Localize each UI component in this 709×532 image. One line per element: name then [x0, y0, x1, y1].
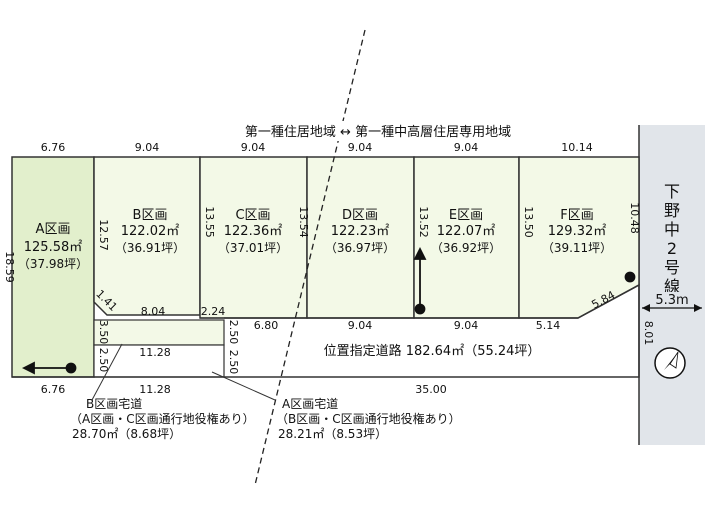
dim-a-drive-w2: 2.50: [227, 350, 240, 375]
road-name-char: 号: [664, 258, 680, 277]
lot-c: [199, 156, 308, 319]
easement-b-title: B区画宅道: [86, 396, 142, 411]
designated-road: [12, 283, 640, 378]
road-name-char: 2: [667, 239, 677, 258]
public-road: [639, 125, 705, 445]
dim-f-left: 13.50: [522, 206, 535, 238]
dim-left: 18.59: [3, 251, 16, 283]
lot-c-tsubo: （37.01坪）: [218, 241, 288, 255]
road-name-char: 線: [664, 277, 680, 296]
dim-b-bottom: 8.04: [141, 305, 166, 318]
dim-right-top: 10.48: [628, 202, 641, 234]
easement-b-area: 28.70㎡（8.68坪）: [72, 427, 181, 441]
b-drive-leader: [91, 343, 123, 401]
lot-a: [11, 156, 95, 378]
lot-d-tsubo: （36.97坪）: [325, 241, 395, 255]
lot-c-name: C区画: [235, 208, 270, 223]
dim-top-b: 9.04: [135, 141, 160, 154]
dim-top-a: 6.76: [41, 141, 66, 154]
dim-b-left: 12.57: [97, 219, 110, 251]
lot-e-name: E区画: [449, 208, 483, 223]
zone-label: 第一種住居地域 ↔ 第一種中高層住居専用地域: [245, 124, 511, 140]
road-width-label: 5.3m: [655, 293, 688, 308]
lot-e: [413, 156, 520, 319]
road-width-marker: 5.3m: [642, 292, 702, 312]
dim-top-d: 9.04: [348, 141, 373, 154]
dim-top-c: 9.04: [241, 141, 266, 154]
a-drive: [93, 344, 225, 378]
lot-c-area: 122.36㎡: [224, 224, 283, 239]
easement-a-area: 28.21㎡（8.53坪）: [278, 427, 387, 441]
a-drive-leader: [211, 371, 276, 401]
road-name-char: 野: [664, 201, 680, 220]
dim-bottom-a: 6.76: [41, 383, 66, 396]
road-name-char: 中: [664, 220, 680, 239]
lot-f-name: F区画: [560, 208, 593, 223]
lot-d: [306, 156, 415, 319]
lot-b-tsubo: （36.91坪）: [115, 241, 185, 255]
lot-d-area: 122.23㎡: [331, 224, 390, 239]
lot-b: [93, 156, 201, 316]
dim-top-e: 9.04: [454, 141, 479, 154]
lot-f-area: 129.32㎡: [548, 224, 607, 239]
easement-a-note: （B区画・C区画通行地役権あり）: [276, 411, 461, 426]
dim-c-left: 13.55: [203, 206, 216, 238]
dim-road-top-4: 5.14: [536, 319, 561, 332]
lot-a-tsubo: （37.98坪）: [18, 257, 88, 271]
lot-e-area: 122.07㎡: [437, 224, 496, 239]
dim-top-f: 10.14: [561, 141, 593, 154]
a-arrow-head-icon: [21, 361, 35, 375]
b-drive: [93, 319, 225, 346]
e-arrow-head-icon: [413, 246, 427, 260]
easement-a-title: A区画宅道: [282, 396, 338, 411]
dim-road-top-3: 9.04: [454, 319, 479, 332]
lot-a-area: 125.58㎡: [24, 240, 83, 255]
north-compass-icon: [654, 347, 686, 379]
dim-c-right: 13.54: [297, 206, 310, 238]
dim-bottom-road: 35.00: [415, 383, 447, 396]
dim-b-drive-w2: 2.50: [97, 348, 110, 373]
dim-a-drive-w1: 2.50: [227, 320, 240, 345]
lot-d-name: D区画: [342, 208, 378, 223]
dim-e-left: 13.52: [417, 206, 430, 238]
lot-f-tsubo: （39.11坪）: [542, 241, 612, 255]
dim-drive-inner: 11.28: [139, 346, 171, 359]
dim-road-top-2: 9.04: [348, 319, 373, 332]
dim-b-drive-w1: 3.50: [97, 320, 110, 345]
dim-c-step: 2.24: [201, 305, 226, 318]
lot-e-tsubo: （36.92坪）: [431, 241, 501, 255]
easement-b-note: （A区画・C区画通行地役権あり）: [70, 411, 255, 426]
zoning-boundary: [254, 29, 366, 486]
dim-road-top-1: 6.80: [254, 319, 279, 332]
dim-right-bottom: 8.01: [642, 321, 655, 346]
lot-b-area: 122.02㎡: [121, 224, 180, 239]
corner-dot: [624, 271, 636, 283]
designated-road-label: 位置指定道路 182.64㎡（55.24坪）: [324, 343, 541, 359]
road-name-char: 下: [664, 182, 680, 201]
lot-b-name: B区画: [133, 208, 168, 223]
lot-a-name: A区画: [36, 222, 71, 237]
dim-bottom-drive: 11.28: [139, 383, 171, 396]
